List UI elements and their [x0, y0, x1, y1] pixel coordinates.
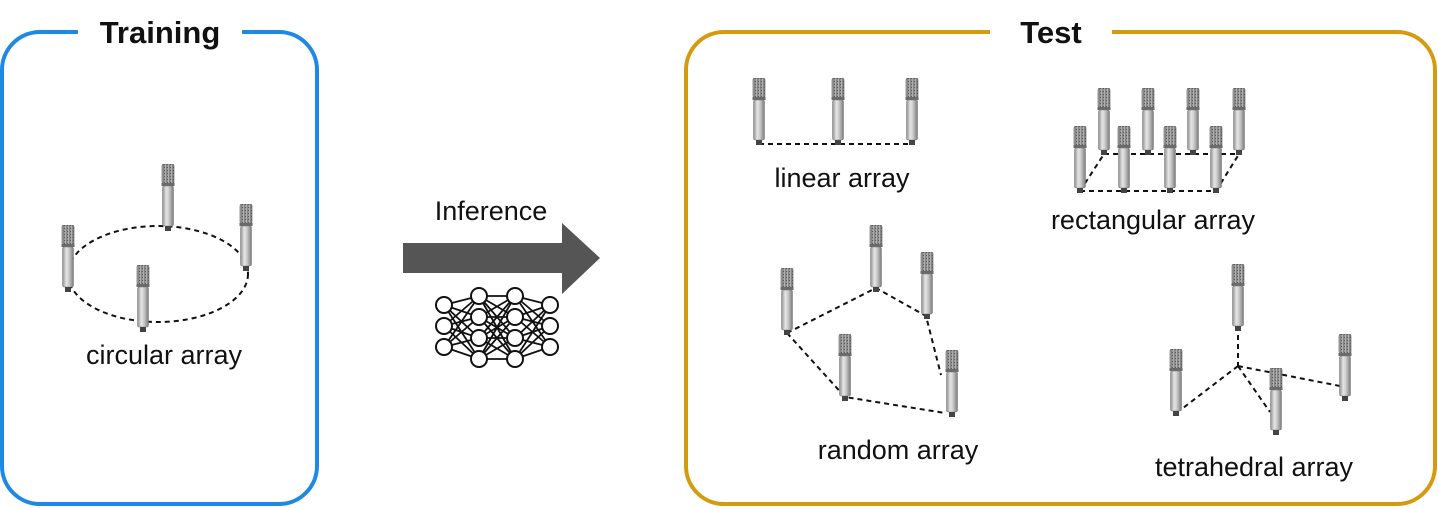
- linear-array-link: [759, 130, 913, 145]
- microphone-icon: [838, 334, 852, 402]
- rectangular-array-caption: rectangular array: [1051, 205, 1256, 235]
- microphone-icon: [1169, 349, 1183, 417]
- network-node: [435, 296, 453, 314]
- microphone-icon: [780, 268, 794, 336]
- circular-array-link: [67, 225, 249, 323]
- network-node: [541, 296, 559, 314]
- network-node: [470, 287, 488, 305]
- network-node: [506, 287, 524, 305]
- network-node: [435, 338, 453, 356]
- rectangular-array-link: [1215, 153, 1240, 192]
- microphone-icon: [239, 204, 253, 272]
- random-array: [780, 225, 959, 418]
- random-array-link: [786, 332, 946, 414]
- microphone-icon: [945, 350, 959, 418]
- rectangular-array: [1073, 88, 1246, 194]
- inference-section: Inference: [403, 196, 600, 368]
- circular-array-caption: circular array: [86, 340, 243, 370]
- microphone-icon: [1338, 334, 1352, 402]
- microphone-icon: [136, 265, 150, 333]
- inference-label: Inference: [435, 196, 548, 226]
- training-border: [0, 30, 319, 506]
- network-node: [541, 317, 559, 335]
- microphone-icon: [1163, 126, 1177, 194]
- circular-array: [61, 164, 253, 333]
- tetrahedral-array-link: [1182, 365, 1239, 409]
- microphone-icon: [905, 78, 919, 146]
- test-panel: Test linear array rectangular array: [684, 14, 1437, 506]
- random-array-caption: random array: [818, 435, 979, 465]
- network-edge: [478, 295, 516, 360]
- microphone-icon: [1269, 368, 1283, 436]
- network-node: [506, 350, 524, 368]
- microphone-icon: [1141, 88, 1155, 156]
- test-title: Test: [1020, 15, 1081, 50]
- training-title: Training: [100, 15, 221, 50]
- rectangular-array-link: [1079, 153, 1105, 192]
- network-node: [541, 338, 559, 356]
- microphone-icon: [869, 225, 883, 293]
- microphone-icon: [1209, 126, 1223, 194]
- tetrahedral-array: [1169, 264, 1352, 436]
- network-node: [470, 308, 488, 326]
- tetrahedral-array-link: [1237, 365, 1271, 413]
- network-edge: [478, 316, 516, 360]
- random-array-link: [786, 286, 942, 376]
- microphone-icon: [1073, 126, 1087, 194]
- network-node: [506, 329, 524, 347]
- network-edge: [443, 295, 480, 348]
- tetrahedral-array-caption: tetrahedral array: [1155, 452, 1354, 482]
- network-edge: [478, 295, 516, 339]
- test-border: [684, 30, 1437, 506]
- microphone-icon: [161, 164, 175, 232]
- network-node: [506, 308, 524, 326]
- linear-array-caption: linear array: [774, 163, 910, 193]
- network-node: [470, 350, 488, 368]
- microphone-icon: [1232, 88, 1246, 156]
- microphone-icon: [1231, 264, 1245, 332]
- network-node: [435, 317, 453, 335]
- microphone-icon: [752, 78, 766, 146]
- neural-network-icon: [435, 287, 559, 368]
- training-panel: Training circular array: [0, 14, 319, 506]
- network-node: [470, 329, 488, 347]
- microphone-icon: [920, 252, 934, 320]
- network-edge: [514, 304, 551, 360]
- microphone-icon: [1117, 126, 1131, 194]
- tetrahedral-array-link: [1237, 365, 1341, 387]
- microphone-icon: [1097, 88, 1111, 156]
- inference-arrow-icon: [403, 223, 600, 294]
- microphone-icon: [1186, 88, 1200, 156]
- microphone-icon: [61, 225, 75, 293]
- linear-array: [752, 78, 919, 146]
- microphone-icon: [831, 78, 845, 146]
